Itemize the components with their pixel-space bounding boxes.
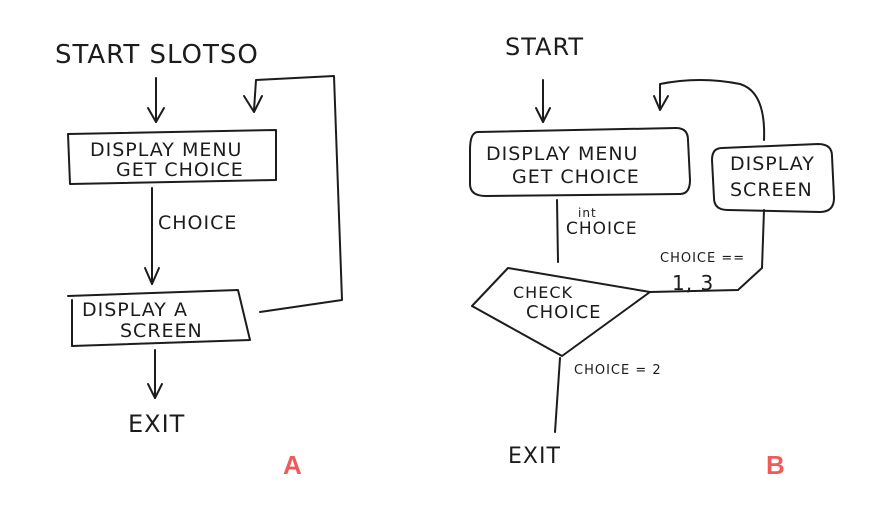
edge-label-choice-b: CHOICE [566,219,638,239]
screen-b-line2: SCREEN [730,179,813,201]
start-b-text: START [505,33,584,61]
start-a-text: START SLOTSO [55,40,259,70]
menu-a-line1: DISPLAY MENU [90,139,242,161]
arrowhead-start-to-menu-a [147,107,165,123]
flowchart-a: START SLOTSO DISPLAY MENU GET CHOICE CHO… [55,40,343,480]
menu-a-line2: GET CHOICE [116,159,244,181]
panel-label-b: B [766,450,785,480]
loop-back-arrowhead-a [243,95,263,113]
line-decision-to-exit-b [554,357,561,433]
exit-b-text: EXIT [508,444,561,469]
screen-box-a [67,289,251,347]
decision-b-line1: CHECK [513,283,573,302]
screen-b-line1: DISPLAY [730,153,815,175]
decision-b-line2: CHOICE [526,302,602,323]
loop-back-line-a [253,75,343,313]
screen-a-line1: DISPLAY A [82,299,188,321]
menu-b-line1: DISPLAY MENU [486,143,638,165]
menu-b-line2: GET CHOICE [512,166,640,188]
exit-label-b: CHOICE = 2 [574,363,662,378]
edge-label-int-b: int [578,206,597,220]
screen-a-line2: SCREEN [120,320,203,342]
exit-a-text: EXIT [128,410,185,438]
loop-back-line-b [659,79,766,141]
edge-label-choice-a: CHOICE [158,212,237,234]
menu-box-a [67,129,277,185]
screen-box-b [711,143,835,213]
branch-label-line1-b: CHOICE == [660,251,745,266]
panel-label-a: A [283,450,302,480]
line-decision-to-screen-b [649,209,765,293]
line-menu-to-decision-b [556,199,559,263]
loop-back-arrowhead-b [653,95,669,111]
flowchart-b: START DISPLAY MENU GET CHOICE int CHOICE… [469,33,835,480]
arrowhead-menu-to-screen-a [144,267,160,285]
arrowhead-screen-to-exit-a [147,383,163,399]
branch-label-line2-b: 1, 3 [672,271,714,295]
menu-box-b [469,127,691,197]
arrowhead-start-to-menu-b [535,107,551,123]
